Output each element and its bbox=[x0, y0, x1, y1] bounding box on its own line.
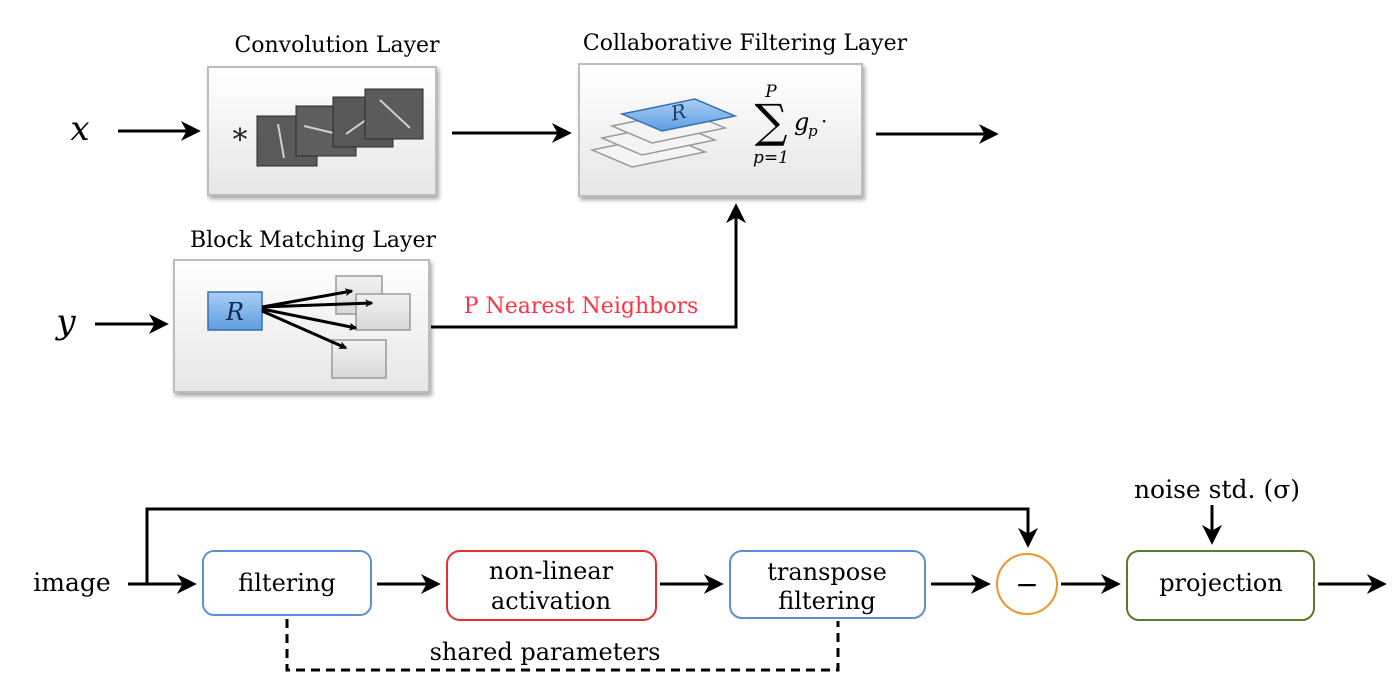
bottom-flow-arrows bbox=[128, 505, 1387, 594]
nonlinear-activation-box bbox=[446, 550, 657, 621]
projection-box bbox=[1126, 550, 1315, 621]
image-input-label: image bbox=[33, 568, 110, 597]
filter-bank-icon bbox=[256, 88, 424, 167]
nonlinear-label-line1: non-linear bbox=[489, 557, 614, 585]
convolution-layer-title: Convolution Layer bbox=[234, 33, 440, 58]
nonlinear-activation-block: non-linear activation bbox=[446, 550, 657, 621]
input-y-label: y bbox=[54, 302, 76, 342]
summation-symbol: ∑ bbox=[755, 94, 788, 148]
top-flow-arrows bbox=[95, 121, 999, 334]
nonlinear-label-line2: activation bbox=[491, 587, 611, 615]
neighbors-to-cf-arrow bbox=[431, 203, 746, 329]
transpose-label-line1: transpose bbox=[767, 558, 887, 586]
matching-arrows bbox=[261, 288, 374, 350]
noise-std-label: noise std. (σ) bbox=[1134, 475, 1300, 504]
reference-patch bbox=[207, 291, 263, 331]
transpose-filtering-box bbox=[729, 550, 926, 619]
subtraction-node: − bbox=[996, 553, 1058, 615]
skip-connection-arrow bbox=[145, 507, 1038, 584]
transpose-label-line2: filtering bbox=[778, 587, 876, 615]
block-matching-layer-title: Block Matching Layer bbox=[190, 228, 437, 253]
sum-term-dot: · bbox=[821, 109, 827, 133]
convolution-symbol: * bbox=[233, 123, 248, 158]
shared-parameters-label: shared parameters bbox=[430, 638, 661, 666]
neighbor-patch-2 bbox=[355, 293, 411, 331]
convolution-layer: Convolution Layer * bbox=[207, 33, 440, 196]
cf-reference-label: R bbox=[668, 99, 689, 126]
sum-upper-limit: P bbox=[764, 82, 777, 102]
collaborative-filtering-layer-title: Collaborative Filtering Layer bbox=[583, 31, 908, 56]
input-x-label: x bbox=[70, 109, 89, 149]
nearest-neighbors-label: P Nearest Neighbors bbox=[464, 294, 699, 319]
bm-reference-label: R bbox=[225, 298, 244, 326]
filtering-label: filtering bbox=[238, 569, 336, 597]
projection-block: projection bbox=[1126, 550, 1315, 621]
collaborative-filtering-layer: Collaborative Filtering Layer R P ∑ p=1 … bbox=[578, 31, 908, 197]
filtering-box bbox=[202, 550, 372, 616]
sum-lower-limit: p=1 bbox=[753, 148, 789, 168]
projection-label: projection bbox=[1159, 569, 1283, 597]
sum-term: g bbox=[794, 108, 809, 136]
reference-patch-icon bbox=[619, 98, 738, 132]
patch-stack-icon: R bbox=[589, 98, 738, 168]
filtering-block: filtering bbox=[202, 550, 372, 616]
minus-circle bbox=[996, 553, 1058, 615]
sum-term-subscript: p bbox=[808, 122, 818, 140]
block-matching-layer: Block Matching Layer R bbox=[173, 228, 437, 393]
minus-sign: − bbox=[1015, 568, 1038, 601]
transpose-filtering-block: transpose filtering bbox=[729, 550, 926, 619]
